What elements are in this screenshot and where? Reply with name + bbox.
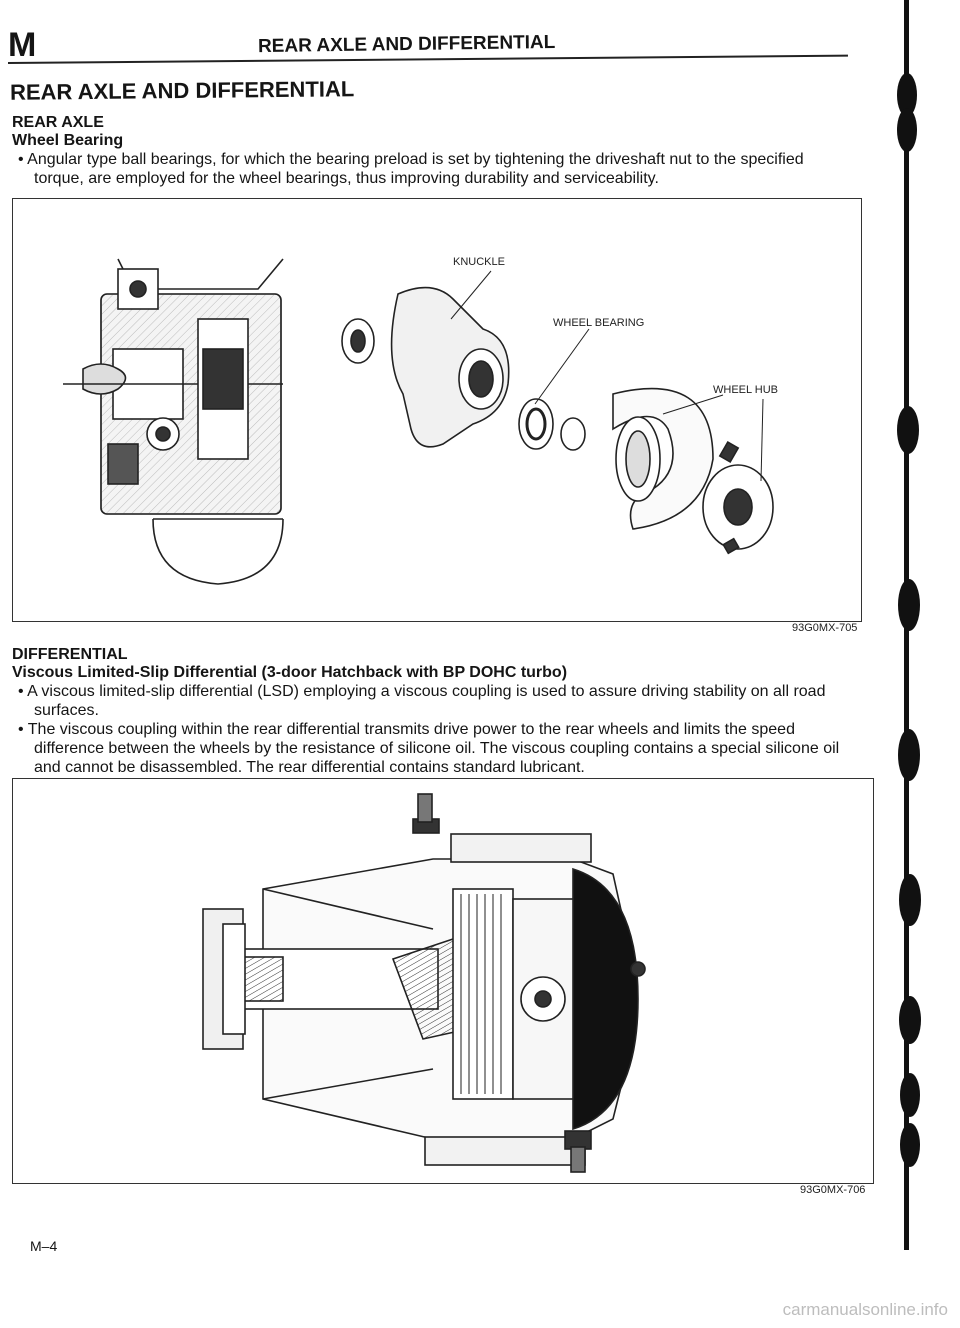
- differential-figure: [12, 778, 874, 1184]
- binder-spine: [897, 0, 921, 1250]
- page-number: M–4: [30, 1238, 58, 1254]
- wheel-bearing-label: WHEEL BEARING: [553, 317, 644, 329]
- differential-bullet-1: • A viscous limited-slip differential (L…: [18, 683, 826, 719]
- differential-bullet-2: • The viscous coupling within the rear d…: [18, 721, 840, 776]
- differential-heading: DIFFERENTIAL: [12, 646, 128, 663]
- rear-axle-heading: REAR AXLE: [12, 114, 104, 131]
- section-letter: M: [8, 26, 38, 64]
- viscous-lsd-subheading: Viscous Limited-Slip Differential (3-doo…: [12, 664, 568, 681]
- running-header-title: REAR AXLE AND DIFFERENTIAL: [257, 31, 556, 58]
- page-title: REAR AXLE AND DIFFERENTIAL: [9, 76, 355, 105]
- watermark: carmanualsonline.info: [782, 1300, 948, 1319]
- figure-code-705: 93G0MX-705: [792, 622, 858, 634]
- figure-code-706: 93G0MX-706: [800, 1184, 866, 1196]
- rear-axle-bullet-1: • Angular type ball bearings, for which …: [18, 151, 804, 187]
- wheel-bearing-illustration: KNUCKLE WHEEL BEARING WHEEL HUB: [63, 256, 778, 585]
- wheel-bearing-subheading: Wheel Bearing: [12, 132, 124, 149]
- header-rule: [7, 54, 848, 64]
- hub-exploded-view: [341, 286, 774, 555]
- differential-section: DIFFERENTIAL Viscous Limited-Slip Differ…: [12, 646, 860, 777]
- axle-section-view: [63, 258, 284, 585]
- wheel-bearing-figure: KNUCKLE WHEEL BEARING WHEEL HUB: [12, 198, 862, 622]
- leader-lines: [450, 270, 764, 482]
- wheel-hub-label: WHEEL HUB: [713, 384, 778, 396]
- rear-axle-section: REAR AXLE Wheel Bearing • Angular type b…: [12, 114, 852, 188]
- knuckle-label: KNUCKLE: [453, 256, 505, 268]
- differential-cutaway-illustration: [202, 793, 646, 1173]
